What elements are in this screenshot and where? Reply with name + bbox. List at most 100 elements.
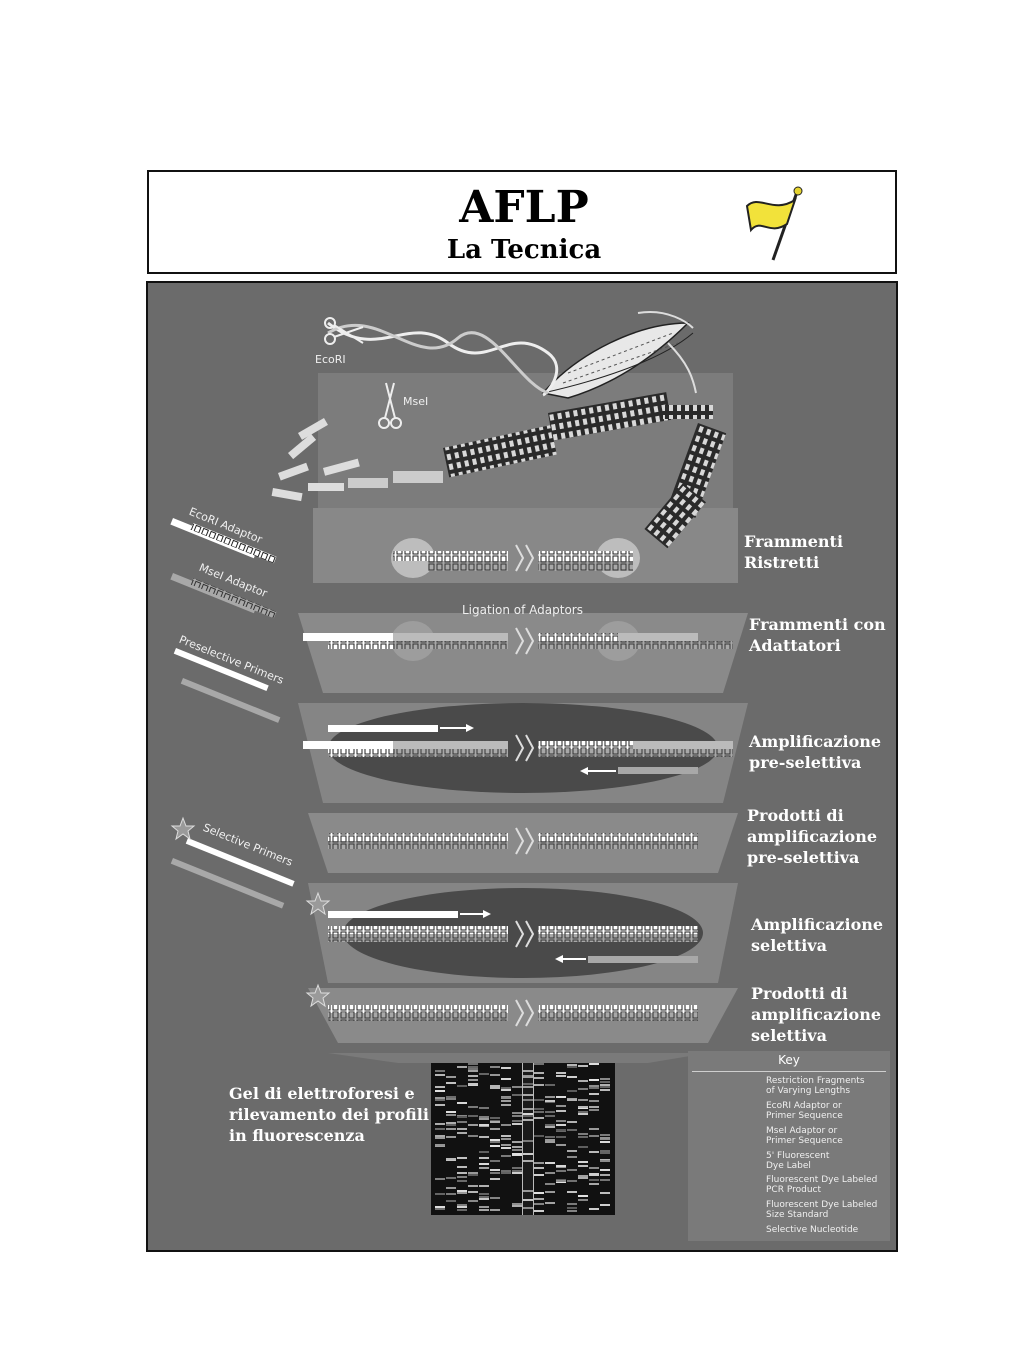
pcr-ellipse-preselective	[303, 703, 733, 793]
gel-band	[589, 1167, 599, 1169]
gel-band	[589, 1106, 599, 1108]
gel-band	[523, 1083, 533, 1085]
gel-band	[468, 1135, 478, 1137]
gel-band	[501, 1087, 511, 1089]
gel-band	[578, 1146, 588, 1148]
gel-lane	[468, 1063, 478, 1215]
gel-band	[567, 1210, 577, 1212]
gel-band	[534, 1198, 544, 1200]
gel-band	[600, 1141, 610, 1143]
selective-products	[305, 983, 698, 1027]
gel-band	[523, 1153, 533, 1155]
gel-band	[600, 1084, 610, 1086]
gel-band	[589, 1208, 599, 1210]
gel-band	[512, 1141, 522, 1143]
gel-band	[589, 1135, 599, 1137]
preselective-products	[328, 827, 698, 855]
aflp-diagram	[170, 311, 758, 1236]
gel-band	[468, 1185, 478, 1187]
gel-band	[556, 1105, 566, 1107]
gel-band	[435, 1086, 445, 1088]
gel-band	[567, 1191, 577, 1193]
gel-band	[512, 1094, 522, 1096]
gel-band	[534, 1108, 544, 1110]
gel-band	[512, 1115, 522, 1117]
gel-band	[523, 1086, 533, 1088]
gel-band	[567, 1090, 577, 1092]
gel-band	[556, 1144, 566, 1146]
gel-band	[512, 1149, 522, 1151]
gel-band	[501, 1078, 511, 1080]
gel-band	[435, 1090, 445, 1092]
gel-band	[479, 1185, 489, 1187]
gel-band	[490, 1209, 500, 1211]
gel-band	[512, 1203, 522, 1205]
scissors-ecori-icon	[324, 317, 364, 345]
page-subtitle: La Tecnica	[446, 235, 602, 265]
gel-band	[600, 1174, 610, 1176]
gel-band	[457, 1209, 467, 1211]
gel-band	[600, 1078, 610, 1080]
gel-band	[435, 1178, 445, 1180]
gel-band	[501, 1135, 511, 1137]
gel-band	[567, 1207, 577, 1209]
gel-band	[490, 1197, 500, 1199]
gel-band	[567, 1156, 577, 1158]
step-label-6: Prodotti di amplificazione selettiva	[751, 984, 882, 1045]
gel-band	[512, 1167, 522, 1169]
gel-band	[435, 1193, 445, 1195]
gel-band	[600, 1134, 610, 1136]
fragments-with-adaptors	[303, 621, 733, 661]
star-icon	[305, 891, 331, 916]
gel-band	[556, 1136, 566, 1138]
gel-band	[446, 1122, 456, 1124]
gel-band	[545, 1172, 555, 1174]
gel-band	[534, 1210, 544, 1212]
gel-band	[501, 1104, 511, 1106]
gel-band	[545, 1084, 555, 1086]
gel-band	[490, 1141, 500, 1143]
gel-band	[446, 1082, 456, 1084]
gel-band	[589, 1151, 599, 1153]
gel-band	[578, 1161, 588, 1163]
gel-band	[468, 1174, 478, 1176]
gel-band	[556, 1170, 566, 1172]
preselective-primers	[173, 648, 281, 723]
gel-band	[567, 1066, 577, 1068]
gel-band	[468, 1075, 478, 1077]
gel-band	[490, 1128, 500, 1130]
gel-band	[556, 1166, 566, 1168]
gel-band	[446, 1159, 456, 1161]
gel-band	[556, 1096, 566, 1098]
gel-band	[435, 1128, 445, 1130]
gel-band	[578, 1199, 588, 1201]
gel-band	[523, 1108, 533, 1110]
gel-band	[567, 1129, 577, 1131]
gel-band	[523, 1076, 533, 1078]
gel-band	[545, 1101, 555, 1103]
gel-band	[501, 1170, 511, 1172]
gel-band	[468, 1063, 478, 1065]
gel-band	[600, 1081, 610, 1083]
gel-lane	[556, 1063, 566, 1215]
gel-band	[446, 1124, 456, 1126]
gel-band	[490, 1160, 500, 1162]
gel-band	[534, 1174, 544, 1176]
gel-band	[600, 1204, 610, 1206]
gel-band	[600, 1089, 610, 1091]
gel-band	[468, 1083, 478, 1085]
gel-band	[479, 1107, 489, 1109]
gel-lane	[479, 1063, 489, 1215]
gel-band	[490, 1139, 500, 1141]
gel-band	[512, 1172, 522, 1174]
gel-band	[545, 1162, 555, 1164]
gel-band	[479, 1206, 489, 1208]
gel-band	[567, 1180, 577, 1182]
gel-band	[468, 1106, 478, 1108]
gel-lane	[578, 1063, 588, 1215]
step-label-5: Amplificazione selettiva	[751, 915, 884, 955]
gel-band	[457, 1157, 467, 1159]
gel-band	[446, 1096, 456, 1098]
gel-label: Gel di elettroforesi e rilevamento dei p…	[229, 1084, 429, 1145]
header-box: AFLP La Tecnica	[147, 170, 897, 274]
